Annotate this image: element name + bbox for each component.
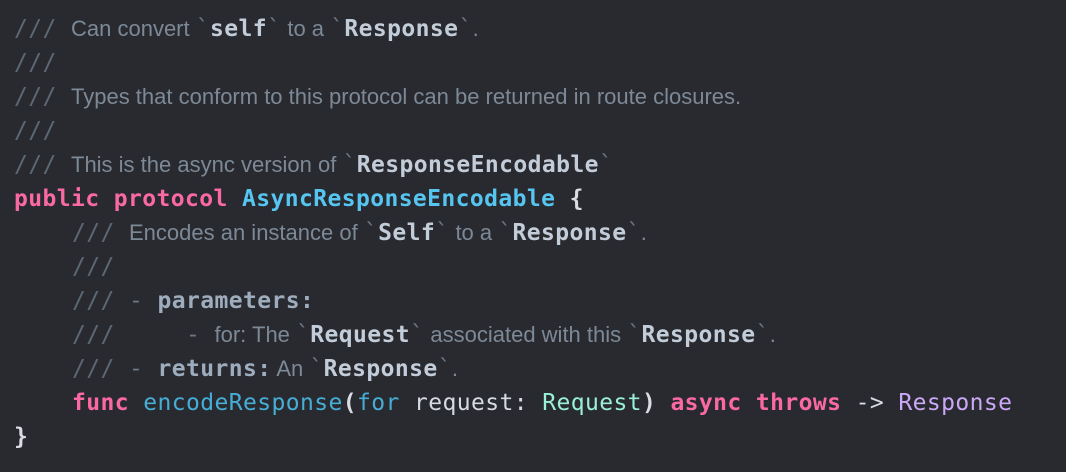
code-line: /// - parameters: [14,284,1066,318]
code-token-fname: encodeResponse [143,390,343,416]
code-line: /// Can convert `self` to a `Response`. [14,12,1066,46]
code-line: public protocol AsyncResponseEncodable { [14,182,1066,216]
code-line: /// Encodes an instance of `Self` to a `… [14,216,1066,250]
code-token-prose: to a [449,220,499,245]
code-token-punct: { [569,186,584,212]
code-token-code: Response [344,16,459,42]
code-line: /// - for: The `Request` associated with… [14,318,1066,352]
code-line: /// [14,46,1066,80]
code-token-punct: ) [641,390,657,416]
code-token-kw: func [72,390,129,416]
code-token-slash: /// [14,50,57,76]
code-token-prose: for: The [214,322,297,347]
code-line: func encodeResponse(for request: Request… [14,386,1066,420]
code-line: } [14,420,1066,454]
code-token-slash: /// [14,16,57,42]
code-token-plain [129,390,143,416]
code-token-tick: ` [266,16,282,42]
code-token-tick: ` [330,16,345,42]
code-token-ptype: Request [542,390,642,416]
code-token-tick: ` [363,220,379,246]
code-token-sp [115,288,129,314]
code-token-kw: public protocol [14,186,228,212]
code-token-slash: /// [14,84,57,110]
code-token-prose: This is the async version of [71,152,343,177]
code-token-argl: for [356,390,400,416]
code-token-tick: ` [309,356,324,382]
code-token-slash: /// [72,254,115,280]
code-token-code: Request [310,322,411,348]
code-token-prose: Types that conform to this protocol can … [71,84,742,109]
code-token-code: Response [323,356,438,382]
code-token-sp [57,152,71,178]
code-token-tick: ` [627,322,642,348]
code-line: /// [14,250,1066,284]
code-token-slash: /// [72,220,115,246]
code-token-prose: Encodes an instance of [129,220,364,245]
code-token-prose: . [451,356,459,381]
code-line: /// [14,114,1066,148]
code-token-tick: ` [498,220,513,246]
code-line: /// Types that conform to this protocol … [14,80,1066,114]
code-token-tick: ` [410,322,425,348]
code-token-kw: async throws [670,390,842,416]
code-token-sp [115,356,129,382]
code-token-plain: request: [399,390,543,416]
code-token-slash: /// [72,288,115,314]
code-token-tick: ` [755,322,770,348]
code-token-tick: ` [437,356,452,382]
code-token-code: Self [378,220,436,246]
code-token-plain [656,390,670,416]
code-token-dash: - [129,288,158,314]
code-token-prose: to a [281,16,331,41]
code-token-slash: /// [14,118,57,144]
code-token-prose: Can convert [71,16,196,41]
code-token-prose: An [271,356,310,381]
code-token-sp [57,16,71,42]
code-token-tick: ` [296,322,311,348]
code-token-tick: ` [458,16,473,42]
code-token-plain [228,186,242,212]
code-token-tick: ` [626,220,641,246]
code-token-slash: /// [14,152,57,178]
code-token-punct: ( [342,390,357,416]
code-token-rtype: Response [898,390,1013,416]
code-token-code: self [209,16,267,42]
code-token-tick: ` [598,152,614,178]
code-token-dockw: returns: [157,356,272,382]
code-token-code: ResponseEncodable [356,152,599,178]
code-token-tick: ` [435,220,450,246]
code-area[interactable]: /// Can convert `self` to a `Response`./… [0,0,1066,454]
code-token-dash: - [129,356,158,382]
code-line: /// - returns: An `Response`. [14,352,1066,386]
code-token-sp [115,220,129,246]
code-token-sp [57,84,71,110]
code-token-punct: } [14,424,29,450]
code-token-dockw: parameters: [157,288,315,314]
code-token-plain: -> [841,390,899,416]
code-token-prose: . [472,16,479,41]
code-token-dash: - [186,322,215,348]
code-token-code: Response [512,220,627,246]
code-token-plain [555,186,569,212]
code-token-prose: associated with this [424,322,628,347]
code-token-tick: ` [342,152,357,178]
code-token-tick: ` [195,16,210,42]
code-token-code: Response [641,322,756,348]
code-token-sp [115,322,186,348]
code-token-slash: /// [72,322,115,348]
code-token-prose: . [640,220,647,245]
code-line: /// This is the async version of `Respon… [14,148,1066,182]
code-token-typedecl: AsyncResponseEncodable [241,186,556,212]
code-token-slash: /// [72,356,115,382]
code-token-prose: . [769,322,776,347]
